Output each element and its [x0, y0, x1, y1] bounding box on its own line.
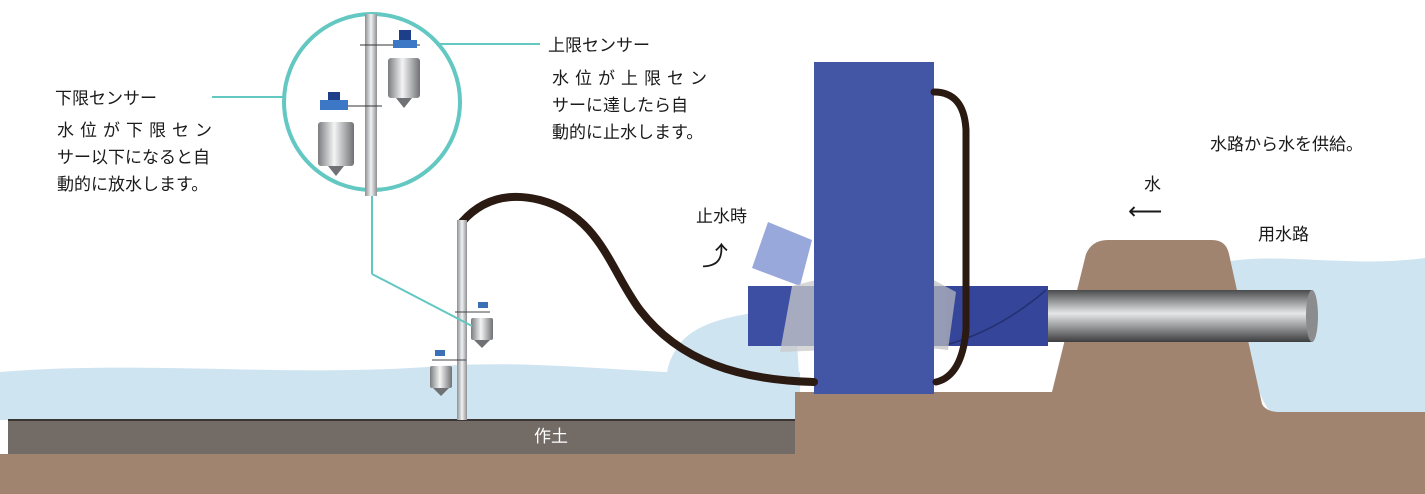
soil-label: 作土: [534, 427, 568, 447]
channel-pipe: [1040, 290, 1312, 342]
upper-sensor-desc-line: 動的に止水します。: [552, 123, 704, 143]
upper-sensor-desc-line: サーに達したら自: [552, 96, 688, 116]
lower-sensor-desc-line: サー以下になると自: [57, 148, 210, 168]
upper-sensor-desc-line: 水位が上限セン: [552, 69, 713, 89]
gate-flap-open: [752, 222, 812, 286]
topsoil-layer: [8, 420, 795, 454]
supply-note: 水路から水を供給。: [1210, 135, 1363, 155]
levee: [795, 240, 1425, 460]
hose-right: [930, 88, 970, 386]
gate-box: [814, 62, 934, 394]
lower-sensor-title: 下限センサー: [55, 89, 157, 109]
lower-sensor-desc-line: 水位が下限セン: [57, 121, 218, 141]
water-label: 水: [1144, 175, 1161, 195]
lower-sensor-description: 水位が下限セン サー以下になると自 動的に放水します。: [57, 118, 218, 199]
paddy-water: [0, 364, 800, 420]
upper-sensor-title: 上限センサー: [548, 36, 650, 56]
upper-sensor-description: 水位が上限セン サーに達したら自 動的に止水します。: [552, 66, 713, 147]
lower-sensor-desc-line: 動的に放水します。: [57, 175, 209, 195]
stop-water-arrow: ⤴: [702, 242, 729, 272]
soil-base: [0, 454, 1425, 494]
hose-main: [458, 192, 818, 386]
channel-label: 用水路: [1258, 225, 1309, 245]
stop-water-label: 止水時: [696, 207, 747, 227]
water-flow-arrow: ⟵: [1128, 197, 1163, 225]
